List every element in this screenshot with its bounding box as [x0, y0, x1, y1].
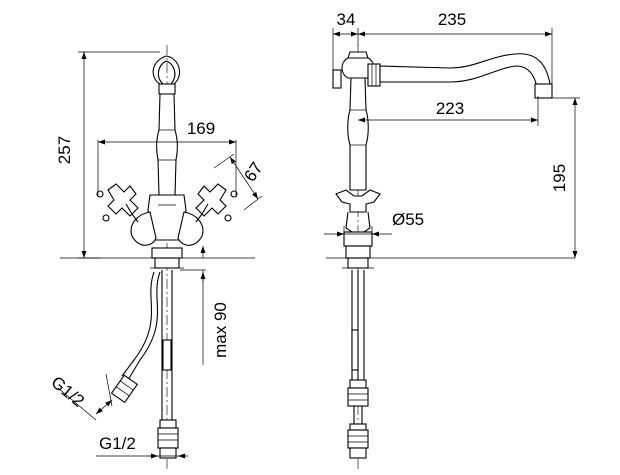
front-spout-ring-inner [157, 60, 176, 85]
front-left-cross-handle [96, 183, 139, 223]
side-base [345, 245, 371, 259]
dim-spout-height: 195 [550, 164, 569, 192]
front-collar [158, 83, 176, 95]
front-hose-fitting [110, 374, 139, 404]
side-upper-fitting [347, 379, 369, 407]
front-base [151, 247, 183, 259]
dim-hose-thread: G1/2 [47, 373, 87, 411]
front-stem-clip [162, 339, 172, 371]
front-hose [127, 271, 161, 381]
dim-spread: 169 [187, 119, 215, 138]
dim-handle-to-axis: 34 [337, 10, 356, 29]
dim-spout-reach: 235 [438, 10, 466, 29]
dim-line-67 [229, 156, 259, 200]
dim-supply-thread: G1/2 [99, 434, 136, 453]
side-lower-fitting [347, 423, 369, 459]
front-mount-nut [154, 257, 180, 269]
side-stem-clip [351, 329, 359, 371]
dim-max-depth: max 90 [211, 302, 230, 358]
front-column [156, 93, 178, 196]
dim-handle-offset: 67 [240, 159, 266, 185]
side-mount-nut [347, 257, 369, 269]
side-view: 34 235 223 195 Ø55 [324, 10, 580, 470]
front-spout-ring [152, 55, 181, 85]
dim-height-total: 257 [55, 136, 74, 164]
front-view: 257 169 67 max 90 G1/2 G1/2 [47, 45, 267, 470]
side-column [347, 77, 369, 191]
side-spout [367, 53, 553, 99]
front-right-cross-handle [195, 183, 238, 223]
dim-base-diameter: Ø55 [392, 210, 424, 229]
leader-hose-thread [57, 387, 97, 421]
side-top-finial [332, 51, 375, 89]
front-supply-fitting [157, 419, 179, 459]
dim-spout-inner: 223 [436, 99, 464, 118]
